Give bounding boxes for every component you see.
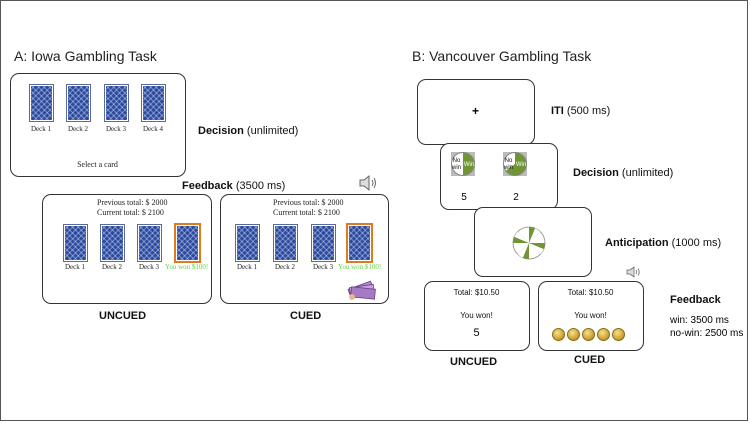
fixation-cross: + xyxy=(471,104,479,118)
you-won-text: You won! xyxy=(574,311,607,320)
deck-card[interactable] xyxy=(29,84,54,122)
option-value: 2 xyxy=(513,192,519,203)
you-won-text: You won! xyxy=(460,311,493,320)
coin-icon xyxy=(567,328,580,341)
vgt-cued-label: CUED xyxy=(574,354,606,366)
deck-label: Deck 1 xyxy=(30,125,52,133)
previous-total: Previous total: $ 2000 xyxy=(273,198,344,207)
vgt-iti-label: ITI (500 ms) xyxy=(551,105,611,117)
speaker-icon xyxy=(626,266,640,278)
win-duration: win: 3500 ms xyxy=(670,315,729,326)
selected-deck-card xyxy=(174,223,201,263)
deck-card xyxy=(273,224,298,262)
iowa-feedback-cued-screen: Previous total: $ 2000 Current total: $ … xyxy=(220,194,389,304)
vgt-anticipation-label: Anticipation (1000 ms) xyxy=(605,237,722,249)
won-value: 5 xyxy=(473,327,480,339)
coin-icon xyxy=(582,328,595,341)
panel-a-title: A: Iowa Gambling Task xyxy=(14,48,157,64)
current-total: Current total: $ 2100 xyxy=(97,208,164,217)
deck-label: Deck 3 xyxy=(105,125,127,133)
no-win-label: No win xyxy=(451,158,461,171)
coin-icon xyxy=(612,328,625,341)
win-message: You won $100! xyxy=(338,263,382,271)
iowa-decision-label: Decision (unlimited) xyxy=(198,125,299,137)
deck-label: Deck 2 xyxy=(67,125,89,133)
vgt-feedback-uncued-screen: Total: $10.50 You won! 5 xyxy=(424,281,530,351)
no-win-label: No win xyxy=(503,158,513,171)
coin-icon xyxy=(597,328,610,341)
deck-card[interactable] xyxy=(141,84,166,122)
vgt-feedback-label: Feedback xyxy=(670,294,721,306)
win-label: Win xyxy=(515,162,527,168)
vgt-decision-label: Decision (unlimited) xyxy=(573,167,674,179)
deck-label: Deck 3 xyxy=(138,263,160,271)
option-pie-right[interactable] xyxy=(503,152,527,176)
vgt-iti-screen: + xyxy=(417,79,535,145)
deck-label: Deck 1 xyxy=(236,263,258,271)
vgt-uncued-label: UNCUED xyxy=(450,356,498,368)
option-pie-left[interactable] xyxy=(451,152,475,176)
select-card-prompt: Select a card xyxy=(77,160,118,169)
win-label: Win xyxy=(463,162,475,168)
nowin-duration: no-win: 2500 ms xyxy=(670,328,744,339)
iowa-feedback-uncued-screen: Previous total: $ 2000 Current total: $ … xyxy=(42,194,212,304)
coin-icon xyxy=(552,328,565,341)
deck-card[interactable] xyxy=(104,84,129,122)
deck-card xyxy=(311,224,336,262)
vgt-decision-screen: No win Win No win Win 5 2 xyxy=(440,143,558,210)
iowa-feedback-label: Feedback (3500 ms) xyxy=(182,180,286,192)
selected-deck-card xyxy=(346,223,373,263)
deck-card[interactable] xyxy=(66,84,91,122)
total-text: Total: $10.50 xyxy=(567,288,614,297)
vgt-feedback-cued-screen: Total: $10.50 You won! xyxy=(538,281,644,351)
deck-card xyxy=(100,224,125,262)
spinning-wheel-icon xyxy=(512,226,546,260)
deck-card xyxy=(235,224,260,262)
iowa-cued-label: CUED xyxy=(290,310,322,322)
option-value: 5 xyxy=(461,192,467,203)
vgt-anticipation-screen xyxy=(474,207,592,277)
deck-label: Deck 1 xyxy=(64,263,86,271)
speaker-icon xyxy=(359,174,376,192)
deck-label: Deck 4 xyxy=(142,125,164,133)
win-message: You won $100! xyxy=(165,263,209,271)
deck-label: Deck 2 xyxy=(274,263,296,271)
deck-card xyxy=(137,224,162,262)
iowa-decision-screen: Deck 1 Deck 2 Deck 3 Deck 4 Select a car… xyxy=(10,73,186,177)
iowa-uncued-label: UNCUED xyxy=(99,310,147,322)
deck-label: Deck 3 xyxy=(312,263,334,271)
deck-label: Deck 2 xyxy=(101,263,123,271)
total-text: Total: $10.50 xyxy=(453,288,500,297)
panel-b-title: B: Vancouver Gambling Task xyxy=(412,48,592,64)
current-total: Current total: $ 2100 xyxy=(273,208,340,217)
deck-card xyxy=(63,224,88,262)
previous-total: Previous total: $ 2000 xyxy=(97,198,168,207)
money-fan-icon xyxy=(347,280,376,300)
